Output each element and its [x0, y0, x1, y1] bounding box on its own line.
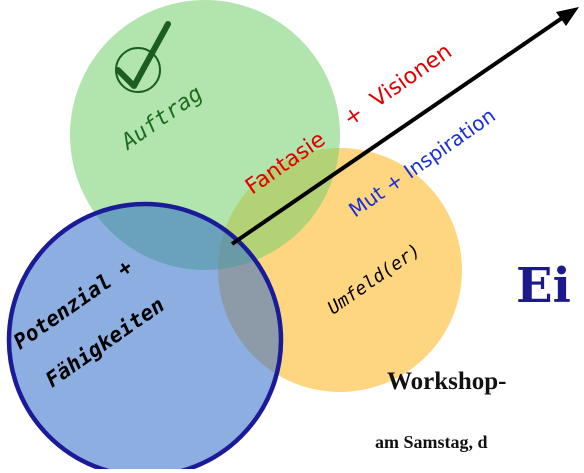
fantasie-plus-label: +	[339, 101, 368, 132]
date-line: am Samstag, d	[375, 432, 488, 452]
workshop-line: Workshop-	[387, 368, 507, 395]
headline: Ei	[516, 258, 571, 314]
potenzial-circle	[6, 201, 284, 473]
check-circle-icon	[115, 21, 171, 93]
arrow-icon	[230, 7, 579, 246]
